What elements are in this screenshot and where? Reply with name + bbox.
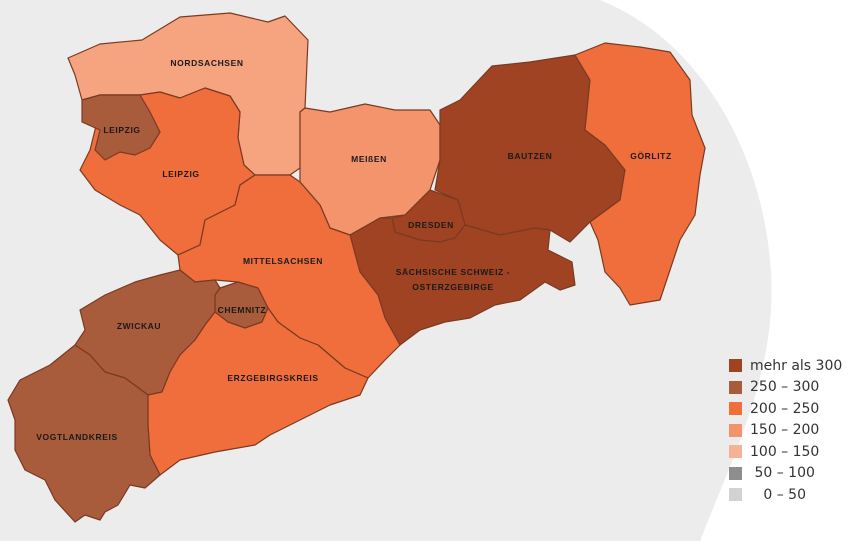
label-leipzig-city: LEIPZIG: [103, 125, 140, 135]
label-meissen: MEIßEN: [351, 154, 387, 164]
legend-swatch: [729, 423, 742, 437]
region-goerlitz[interactable]: [574, 42, 706, 306]
label-goerlitz: GÖRLITZ: [630, 151, 672, 161]
legend-swatch: [729, 402, 742, 416]
legend-item: 150 – 200: [729, 420, 842, 442]
legend-label: 0 – 50: [750, 486, 806, 503]
legend-item: 200 – 250: [729, 398, 842, 420]
label-dresden: DRESDEN: [408, 220, 454, 230]
region-saechsische-schweiz[interactable]: [349, 217, 576, 346]
legend-label: 100 – 150: [750, 443, 820, 460]
legend-swatch: [729, 466, 742, 480]
label-saechsische-schweiz-line2: OSTERZGEBIRGE: [412, 282, 493, 292]
label-bautzen: BAUTZEN: [508, 151, 553, 161]
label-vogtlandkreis: VOGTLANDKREIS: [36, 432, 117, 442]
label-mittelsachsen: MITTELSACHSEN: [243, 256, 323, 266]
legend-item: 50 – 100: [729, 463, 842, 485]
legend-swatch: [729, 380, 742, 394]
legend-item: 250 – 300: [729, 377, 842, 399]
legend-label: 50 – 100: [750, 465, 815, 482]
region-vogtlandkreis[interactable]: [7, 344, 161, 523]
legend: mehr als 300 250 – 300 200 – 250 150 – 200 1…: [729, 355, 842, 506]
label-saechsische-schweiz-line1: SÄCHSISCHE SCHWEIZ -: [396, 267, 510, 277]
legend-swatch: [729, 359, 742, 373]
region-leipzig-city[interactable]: [81, 94, 161, 161]
legend-label: 200 – 250: [750, 400, 820, 417]
legend-swatch: [729, 445, 742, 459]
region-erzgebirgskreis[interactable]: [147, 307, 369, 476]
legend-label: 150 – 200: [750, 422, 820, 439]
label-leipzig-district: LEIPZIG: [162, 169, 199, 179]
legend-label: mehr als 300: [750, 357, 843, 374]
label-zwickau: ZWICKAU: [117, 321, 161, 331]
label-chemnitz: CHEMNITZ: [218, 305, 267, 315]
legend-item: 100 – 150: [729, 441, 842, 463]
legend-swatch: [729, 488, 742, 502]
legend-item: mehr als 300: [729, 355, 842, 377]
label-nordsachsen: NORDSACHSEN: [170, 58, 243, 68]
legend-label: 250 – 300: [750, 379, 820, 396]
label-erzgebirgskreis: ERZGEBIRGSKREIS: [227, 373, 318, 383]
legend-item: 0 – 50: [729, 484, 842, 506]
